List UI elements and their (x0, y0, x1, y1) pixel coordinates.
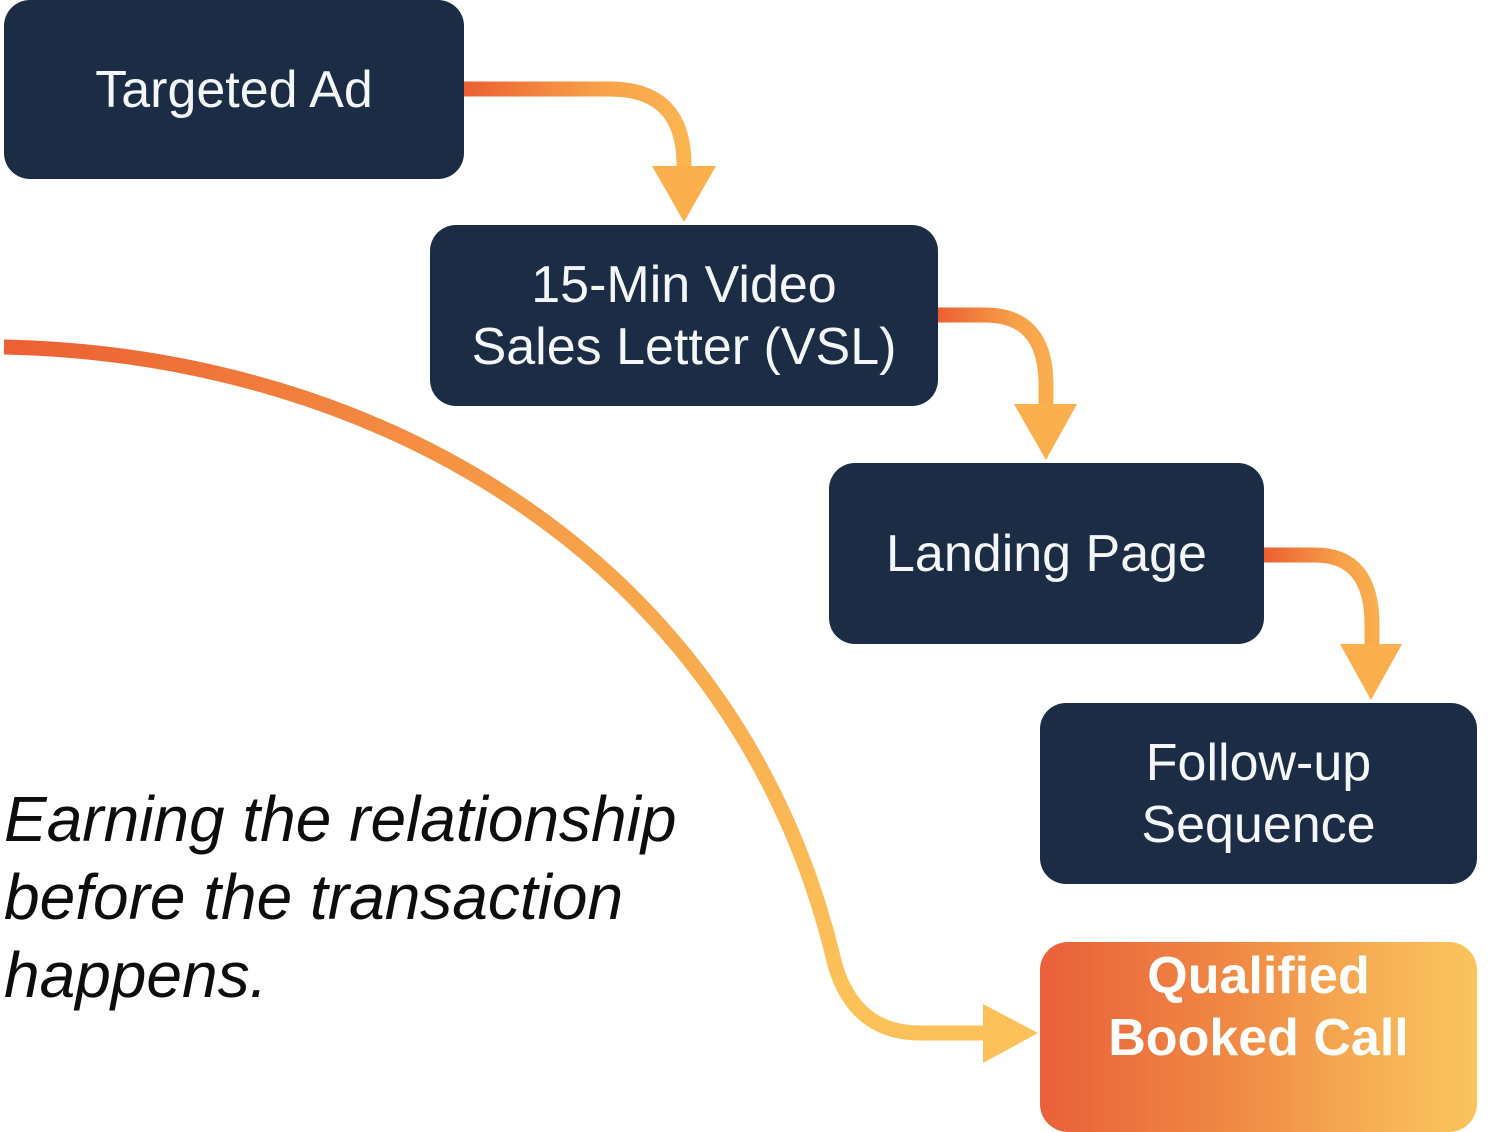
node-qualified-booked-call: Qualified Booked Call (1040, 942, 1477, 1132)
arrow-ad-to-vsl (464, 81, 716, 222)
node-label: 15-Min Video Sales Letter (VSL) (471, 255, 897, 376)
tagline: Earning the relationship before the tran… (4, 783, 677, 1011)
node-follow-up-sequence: Follow-up Sequence (1040, 703, 1477, 884)
node-landing-page: Landing Page (829, 463, 1264, 644)
arrow-vsl-to-landing (938, 307, 1077, 460)
arrow-curve-to-booked-call (3, 339, 1038, 1063)
arrow-landing-to-followup (1264, 547, 1402, 700)
node-targeted-ad: Targeted Ad (4, 0, 464, 179)
node-label: Qualified Booked Call (1108, 947, 1409, 1067)
node-vsl: 15-Min Video Sales Letter (VSL) (430, 225, 938, 406)
node-label: Follow-up Sequence (1141, 733, 1376, 854)
node-label: Landing Page (886, 524, 1207, 583)
node-label: Targeted Ad (95, 60, 373, 119)
